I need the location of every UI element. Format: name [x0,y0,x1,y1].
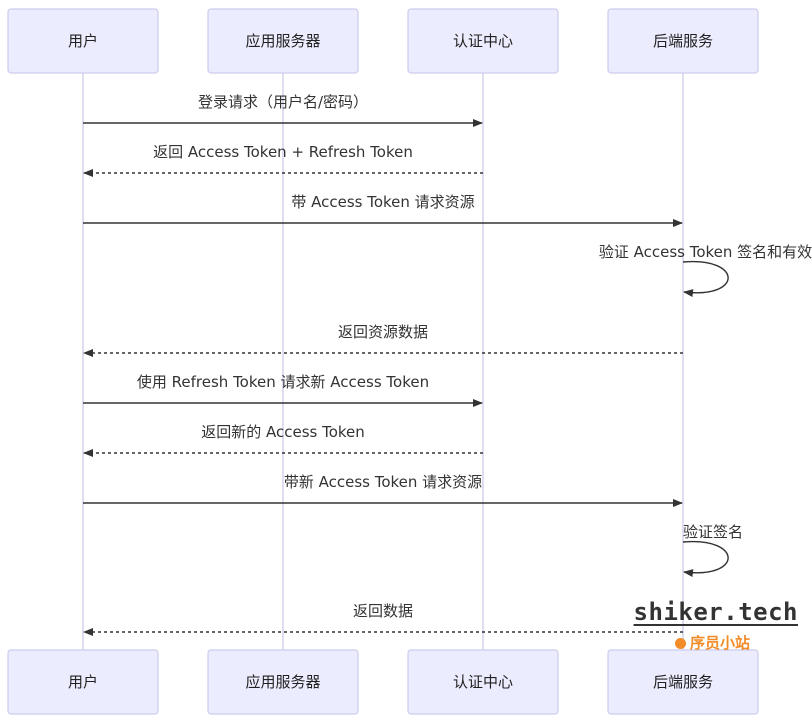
message-7: 返回新的 Access Token [83,423,483,457]
actor-label: 应用服务器 [245,32,320,50]
message-label: 带新 Access Token 请求资源 [284,473,482,491]
watermark-sub-text: 序员小站 [689,634,750,652]
message-4: 验证 Access Token 签名和有效期 [599,243,812,298]
actor-label: 后端服务 [653,32,713,50]
message-label: 返回新的 Access Token [201,423,365,441]
actor-user-bottom: 用户 [7,649,159,715]
message-label: 带 Access Token 请求资源 [291,193,474,211]
message-5: 返回资源数据 [83,323,683,357]
actor-backend-top: 后端服务 [607,8,759,74]
message-label: 返回资源数据 [338,323,428,341]
actor-user-top: 用户 [7,8,159,74]
message-label: 验证 Access Token 签名和有效期 [599,243,812,261]
self-loop-arrow [682,260,729,298]
message-label: 使用 Refresh Token 请求新 Access Token [137,373,429,391]
watermark-main-text: shiker.tech [633,598,798,626]
message-label: 验证签名 [683,523,743,541]
actor-label: 认证中心 [453,673,513,691]
actor-backend-bottom: 后端服务 [607,649,759,715]
actor-box [207,649,359,715]
message-6: 使用 Refresh Token 请求新 Access Token [83,373,483,407]
actor-label: 用户 [68,32,98,50]
orange-icon [674,638,686,649]
actor-label: 后端服务 [653,673,713,691]
actor-box [407,649,559,715]
actor-auth-bottom: 认证中心 [407,649,559,715]
actor-label: 认证中心 [453,32,513,50]
actor-app-top: 应用服务器 [207,8,359,74]
watermark-sub: 序员小站 [634,632,798,653]
actor-box [207,8,359,74]
self-loop-arrow [682,540,729,578]
actor-box [7,8,159,74]
message-2: 返回 Access Token + Refresh Token [83,143,483,177]
message-label: 返回数据 [353,602,413,620]
message-10: 返回数据 [83,602,683,636]
message-8: 带新 Access Token 请求资源 [83,473,683,507]
actor-box [7,649,159,715]
message-1: 登录请求（用户名/密码） [83,93,483,127]
actor-label: 应用服务器 [245,673,320,691]
message-3: 带 Access Token 请求资源 [83,193,683,227]
actor-auth-top: 认证中心 [407,8,559,74]
message-9: 验证签名 [682,523,743,578]
message-label: 登录请求（用户名/密码） [198,93,368,111]
watermark: shiker.tech 序员小站 [634,598,798,653]
actor-app-bottom: 应用服务器 [207,649,359,715]
actor-box [607,8,759,74]
actor-box [607,649,759,715]
actor-label: 用户 [68,673,98,691]
message-label: 返回 Access Token + Refresh Token [153,143,413,161]
actor-box [407,8,559,74]
